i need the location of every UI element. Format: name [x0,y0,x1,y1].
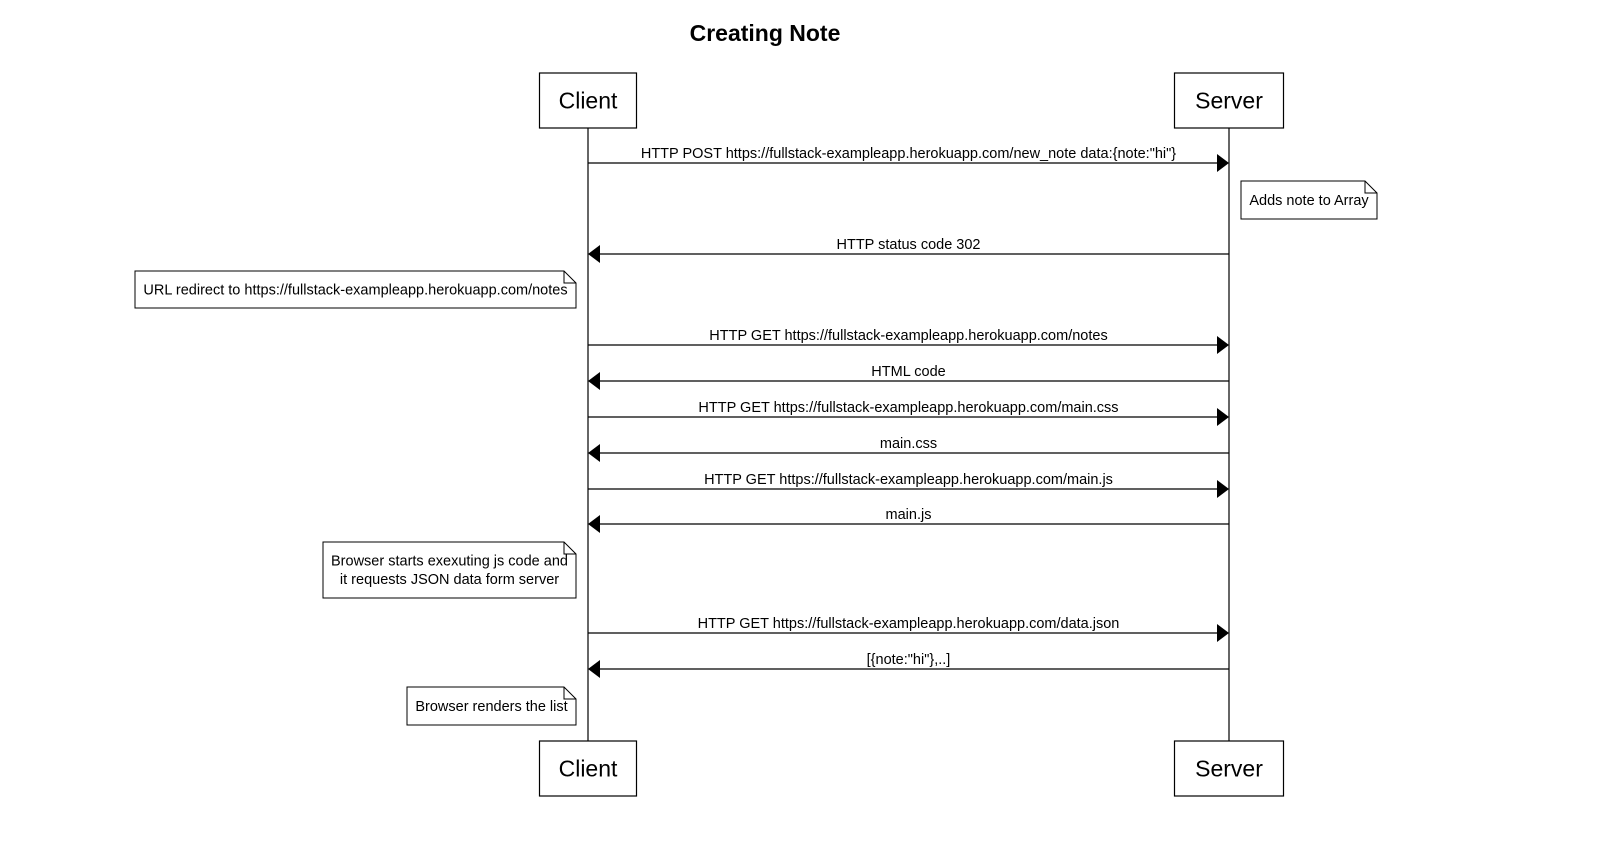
message-label: HTML code [871,364,945,380]
message-label: HTTP status code 302 [836,237,980,253]
message-arrowhead [1217,154,1229,172]
message-arrowhead [1217,336,1229,354]
message-label: HTTP GET https://fullstack-exampleapp.he… [709,328,1107,344]
note-fold [563,687,576,700]
message-arrowhead [588,444,600,462]
client-box-bottom [538,740,638,797]
note-text: Adds note to Array [1249,193,1369,209]
message-label: main.css [880,436,937,452]
message-arrowhead [1217,408,1229,426]
diagram-title: Creating Note [689,20,841,46]
note-fold [563,271,576,284]
client-label-top: Client [559,88,618,114]
message-arrowhead [588,515,600,533]
message-arrowhead [588,245,600,263]
message-arrowhead [588,372,600,390]
server-label-bottom: Server [1195,756,1263,782]
note: Browser starts exexuting js code and it r… [322,541,577,599]
message-arrowhead [1217,480,1229,498]
note-text: Browser starts exexuting js code and [331,554,568,570]
server-box-top [1173,72,1285,129]
note-text: URL redirect to https://fullstack-exampl… [143,282,567,298]
client-label-bottom: Client [559,756,618,782]
message-label: HTTP GET https://fullstack-exampleapp.he… [704,472,1113,488]
note: Adds note to Array [1240,180,1378,220]
message-label: HTTP POST https://fullstack-exampleapp.h… [641,146,1176,162]
server-box-bottom [1173,740,1285,797]
message-arrowhead [588,660,600,678]
note: Browser renders the list [406,686,577,726]
message-label: HTTP GET https://fullstack-exampleapp.he… [698,616,1120,632]
client-box-top [538,72,638,129]
server-label-top: Server [1195,88,1263,114]
note-box [1240,180,1378,220]
note-fold [1364,181,1377,194]
note-fold [563,542,576,555]
note: URL redirect to https://fullstack-exampl… [134,270,577,309]
note-text: Browser renders the list [415,699,567,715]
note-box [322,541,577,599]
message-label: [{note:"hi"},..] [867,652,951,668]
message-label: main.js [886,507,932,523]
message-arrowhead [1217,624,1229,642]
note-text: it requests JSON data form server [340,572,559,588]
message-label: HTTP GET https://fullstack-exampleapp.he… [698,400,1118,416]
note-box [406,686,577,726]
note-box [134,270,577,309]
